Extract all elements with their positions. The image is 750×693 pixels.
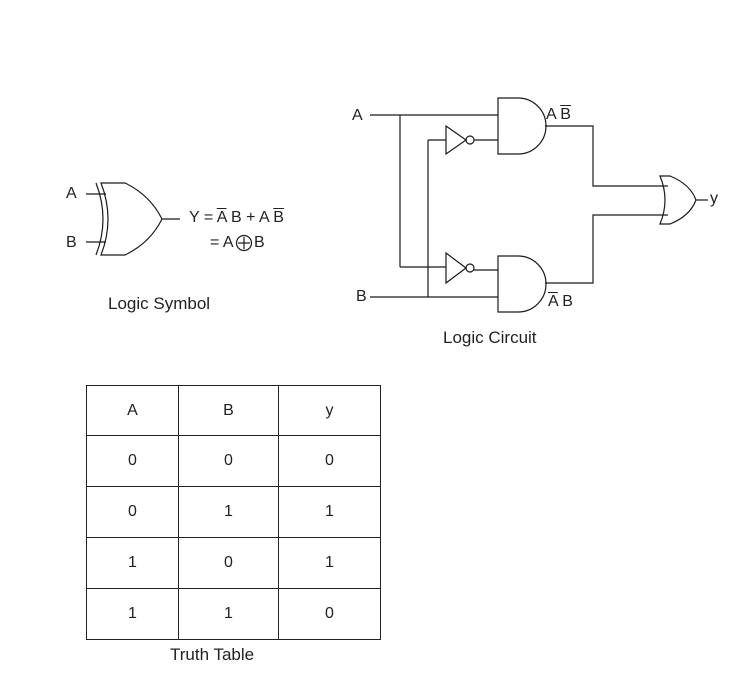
cell: 0 (178, 435, 279, 487)
and-gate-bottom (497, 255, 547, 313)
table-row: 0 0 0 (86, 435, 381, 487)
symbol-input-b-label: B (66, 234, 77, 251)
header-b: B (178, 385, 279, 436)
symbol-input-a-label: A (66, 185, 77, 202)
table-row: 1 0 1 (86, 537, 381, 589)
cell: 1 (278, 537, 381, 589)
bottom-gate-output-label: A B (548, 293, 573, 311)
top-gate-a: A (546, 106, 556, 123)
xor-operator-icon (235, 234, 253, 252)
cell: 1 (86, 537, 179, 589)
bottom-gate-b: B (562, 293, 573, 310)
or-gate (659, 175, 697, 225)
not-gate-bottom (445, 251, 475, 285)
not-gate-top (445, 124, 475, 156)
equation-term2-b-complement: B (273, 209, 284, 226)
logic-circuit-caption: Logic Circuit (443, 328, 537, 347)
table-row: 1 1 0 (86, 588, 381, 640)
truth-table: A B y 0 0 0 0 1 1 1 0 1 1 1 0 (86, 385, 381, 640)
equation-term1-a-complement: A (216, 209, 227, 226)
cell: 0 (86, 486, 179, 538)
cell: 1 (86, 588, 179, 640)
header-a: A (86, 385, 179, 436)
cell: 0 (278, 435, 381, 487)
circuit-input-b-label: B (356, 288, 367, 305)
cell: 1 (178, 486, 279, 538)
circuit-output-y-label: y (710, 190, 718, 207)
cell: 0 (86, 435, 179, 487)
symbol-equation: Y = A B + A B (189, 209, 284, 227)
cell: 1 (178, 588, 279, 640)
equation-term2-a: A (259, 209, 269, 226)
and-gate-top (497, 97, 547, 155)
header-y: y (278, 385, 381, 436)
cell: 0 (178, 537, 279, 589)
xor-gate-symbol (86, 182, 180, 256)
truth-table-header-row: A B y (86, 385, 381, 436)
equation-term1-b: B (230, 209, 242, 226)
logic-symbol-caption: Logic Symbol (108, 294, 211, 313)
equation-prefix: Y = (189, 209, 214, 226)
table-row: 0 1 1 (86, 486, 381, 538)
circuit-input-a-label: A (352, 107, 363, 124)
cell: 1 (278, 486, 381, 538)
symbol-equation-xor-prefix: = A (210, 234, 234, 251)
cell: 0 (278, 588, 381, 640)
truth-table-caption: Truth Table (170, 645, 255, 664)
top-gate-b-complement: B (560, 106, 571, 123)
circuit-wires (370, 114, 708, 298)
top-gate-output-label: A B (546, 106, 571, 124)
symbol-equation-xor-suffix: B (254, 234, 265, 251)
equation-plus: + (246, 209, 256, 226)
bottom-gate-a-complement: A (548, 293, 558, 310)
